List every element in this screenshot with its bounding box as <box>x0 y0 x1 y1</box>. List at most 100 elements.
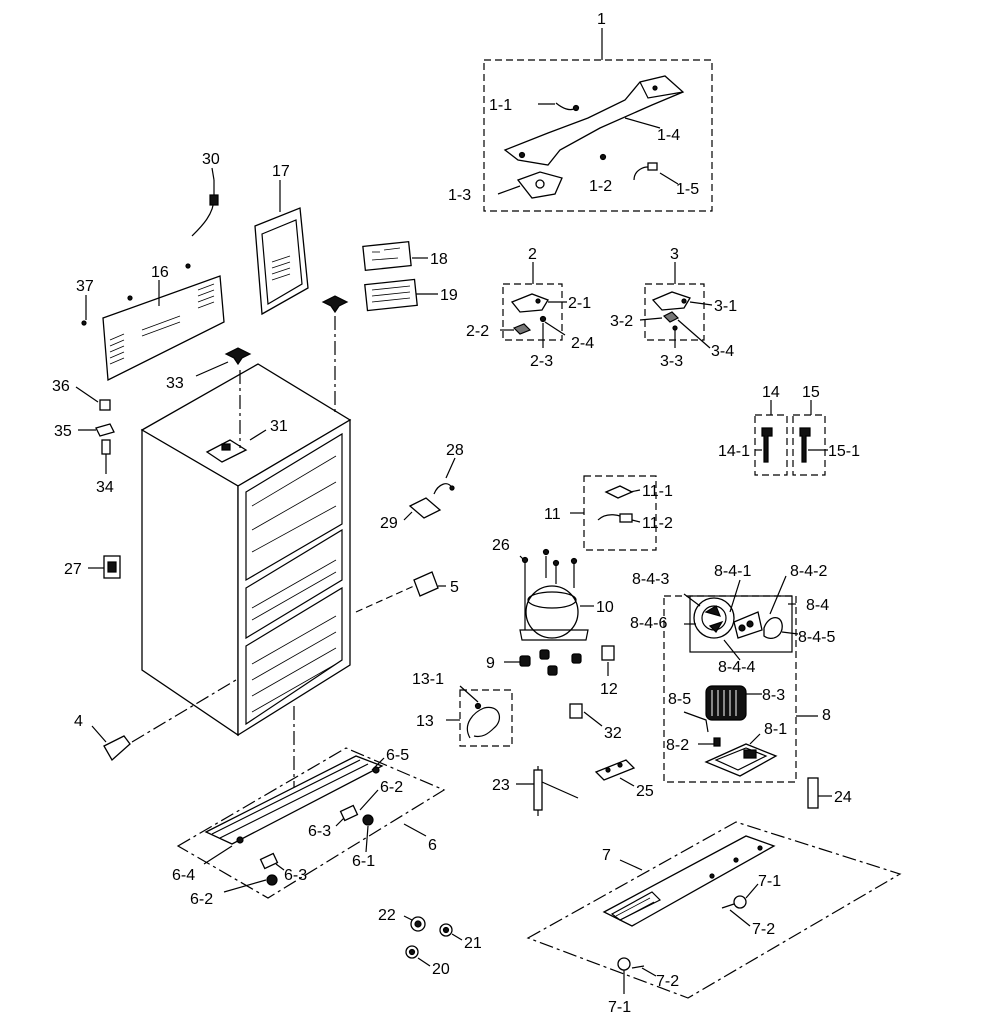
leveler-7-1a <box>733 895 747 909</box>
valve-25 <box>594 759 636 781</box>
label-20: 20 <box>432 961 450 978</box>
part-group-8: 8-4-3 8-4-1 8-4-2 8-4 8-4-6 8-4-5 8-4-4 … <box>630 563 835 783</box>
label-6-2b: 6-2 <box>190 891 213 908</box>
bracket-4 <box>103 735 131 762</box>
label-5: 5 <box>450 579 459 596</box>
label-1-1: 1-1 <box>489 97 512 114</box>
label-19: 19 <box>440 287 458 304</box>
part-group-mid: 28 29 5 <box>355 442 464 613</box>
label-37: 37 <box>76 278 94 295</box>
label-8-4-3: 8-4-3 <box>632 571 669 588</box>
hinge-pin-33 <box>224 347 252 366</box>
label-6-3a: 6-3 <box>308 823 331 840</box>
label-15-1: 15-1 <box>828 443 860 460</box>
label-18: 18 <box>430 251 448 268</box>
label-16: 16 <box>151 264 169 281</box>
label-6-1: 6-1 <box>352 853 375 870</box>
clip-35 <box>95 423 115 437</box>
part-group-11: 11 11-1 11-2 <box>544 475 673 551</box>
label-2-1: 2-1 <box>568 295 591 312</box>
label-1-5: 1-5 <box>676 181 699 198</box>
label-29: 29 <box>380 515 398 532</box>
part-group-1: 1 1-1 1-4 1-3 1-2 1-5 <box>448 11 713 212</box>
wire-28 <box>433 483 453 495</box>
compressor-10 <box>525 585 579 639</box>
label-8-1: 8-1 <box>764 721 787 738</box>
tube-24 <box>807 777 819 809</box>
label-7-2b: 7-2 <box>656 973 679 990</box>
label-13: 13 <box>416 713 434 730</box>
label-17: 17 <box>272 163 290 180</box>
refrigerator-cabinet: 33 31 <box>140 295 352 790</box>
label-8-4-4: 8-4-4 <box>718 659 755 676</box>
part-group-7: 7 7-1 7-2 7-2 7-1 <box>526 821 902 1016</box>
label-8-2: 8-2 <box>666 737 689 754</box>
overload-32 <box>569 703 583 719</box>
label-6-5: 6-5 <box>386 747 409 764</box>
label-13-1: 13-1 <box>412 671 444 688</box>
label-7-1b: 7-1 <box>608 999 631 1016</box>
part-group-23-25: 23 25 <box>492 759 654 816</box>
fan-housing-8-1 <box>704 743 778 777</box>
label-22: 22 <box>378 907 396 924</box>
label-4: 4 <box>74 713 83 730</box>
part-group-14-15: 14 14-1 15 15-1 <box>718 384 860 476</box>
part-group-2: 2 2-1 2-2 2-4 2-3 <box>466 246 594 370</box>
label-11-1: 11-1 <box>642 483 673 500</box>
fan-shroud-8-4-3 <box>693 597 735 639</box>
label-34: 34 <box>96 479 114 496</box>
cover-panel-17 <box>254 207 309 316</box>
label-1-2: 1-2 <box>589 178 612 195</box>
label-14: 14 <box>762 384 780 401</box>
label-12: 12 <box>600 681 618 698</box>
label-1-3: 1-3 <box>448 187 471 204</box>
cap-36 <box>99 399 111 411</box>
hinge-pin-top-right <box>321 295 349 314</box>
label-2-2: 2-2 <box>466 323 489 340</box>
label-15: 15 <box>802 384 820 401</box>
label-8-4-5: 8-4-5 <box>798 629 835 646</box>
roller-6-3a <box>339 804 359 822</box>
label-3-1: 3-1 <box>714 298 737 315</box>
label-6-3b: 6-3 <box>284 867 307 884</box>
pcb-18 <box>362 240 412 272</box>
label-8-4: 8-4 <box>806 597 829 614</box>
label-1: 1 <box>597 11 606 28</box>
label-33: 33 <box>166 375 184 392</box>
label-35: 35 <box>54 423 72 440</box>
label-1-4: 1-4 <box>657 127 680 144</box>
label-6-2a: 6-2 <box>380 779 403 796</box>
label-8-4-2: 8-4-2 <box>790 563 827 580</box>
label-11-2: 11-2 <box>642 515 673 532</box>
label-23: 23 <box>492 777 510 794</box>
label-36: 36 <box>52 378 70 395</box>
label-25: 25 <box>636 783 654 800</box>
label-9: 9 <box>486 655 495 672</box>
drier-23 <box>533 769 543 811</box>
power-cord-30 <box>191 180 215 237</box>
label-28: 28 <box>446 442 464 459</box>
label-2-3: 2-3 <box>530 353 553 370</box>
label-6-4: 6-4 <box>172 867 195 884</box>
label-7-2a: 7-2 <box>752 921 775 938</box>
label-32: 32 <box>604 725 622 742</box>
part-group-6: 6-5 6-2 6-3 6-1 6 6-4 6-3 6-2 <box>172 747 446 908</box>
label-8-4-6: 8-4-6 <box>630 615 667 632</box>
label-24: 24 <box>834 789 852 806</box>
label-31: 31 <box>270 418 288 435</box>
part-group-compressor: 26 10 9 12 32 <box>486 537 622 742</box>
label-8-5: 8-5 <box>668 691 691 708</box>
label-8-3: 8-3 <box>762 687 785 704</box>
label-11: 11 <box>544 506 561 523</box>
label-8: 8 <box>822 707 831 724</box>
part-group-left-small: 36 35 34 27 4 <box>52 378 237 762</box>
label-2-4: 2-4 <box>571 335 594 352</box>
label-3-3: 3-3 <box>660 353 683 370</box>
bracket-5 <box>413 571 439 597</box>
label-26: 26 <box>492 537 510 554</box>
label-3: 3 <box>670 246 679 263</box>
bracket-29 <box>408 497 442 519</box>
label-8-4-1: 8-4-1 <box>714 563 751 580</box>
part-group-3: 3 3-1 3-2 3-4 3-3 <box>610 246 737 370</box>
